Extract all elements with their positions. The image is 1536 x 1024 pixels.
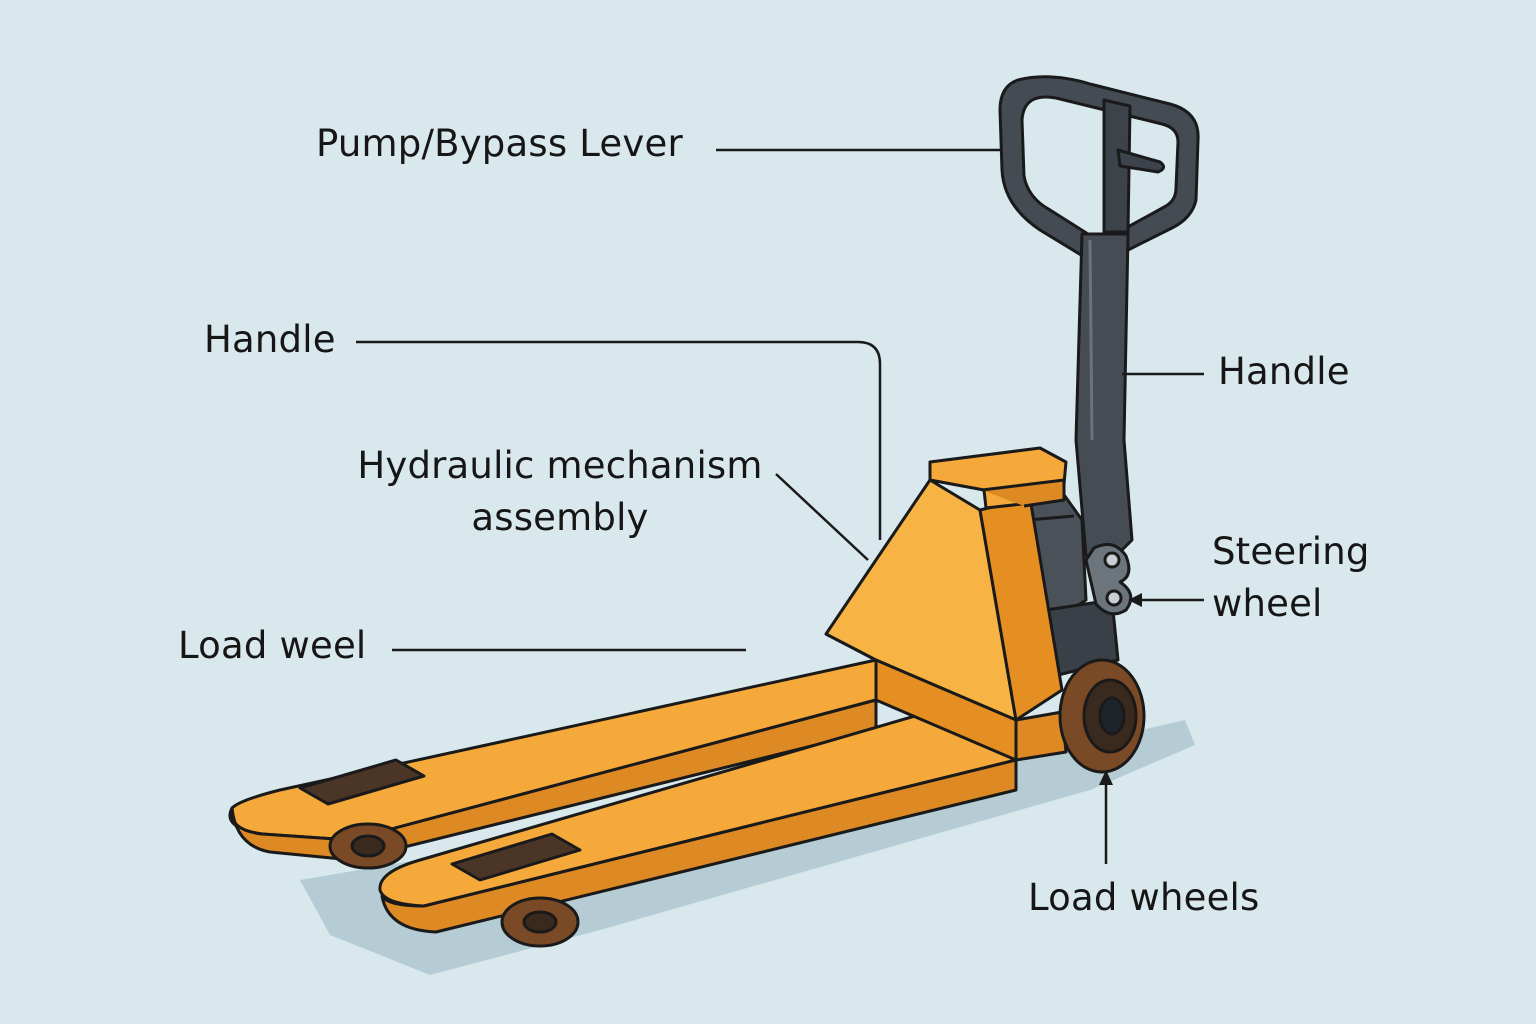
steering-wheel — [1058, 658, 1146, 774]
leader-handle-left — [356, 340, 882, 540]
fork-far-slot — [298, 758, 426, 806]
label-steering-line2: wheel — [1212, 582, 1323, 625]
handle-center-bar — [1102, 98, 1132, 234]
fork-far — [228, 632, 878, 862]
bypass-lever-trigger — [1116, 148, 1165, 174]
chassis-tower — [824, 446, 1068, 762]
leader-load-wheels-arrow — [1099, 770, 1113, 785]
handle-grip-loop — [998, 75, 1200, 260]
leader-lines — [356, 148, 1204, 864]
fork-near-slot — [450, 832, 582, 882]
label-hydraulic-mechanism: Hydraulic mechanism assembly — [350, 440, 770, 544]
label-handle-right: Handle — [1218, 350, 1350, 393]
front-rollers — [328, 822, 580, 948]
handle-shaft — [1074, 232, 1134, 562]
label-hydraulic-line1: Hydraulic mechanism — [357, 444, 763, 487]
label-hydraulic-line2: assembly — [471, 496, 649, 539]
label-steering-wheel: Steering wheel — [1212, 526, 1370, 630]
leader-hydraulic-mechanism — [775, 473, 869, 561]
tiller-handle — [998, 75, 1200, 562]
label-handle-left: Handle — [204, 318, 336, 361]
leader-steering-wheel-arrow — [1128, 593, 1142, 607]
label-steering-line1: Steering — [1212, 530, 1370, 573]
label-load-wheels: Load wheels — [1028, 876, 1260, 919]
label-load-weel: Load weel — [178, 624, 367, 667]
label-pump-bypass-lever: Pump/Bypass Lever — [316, 122, 683, 165]
